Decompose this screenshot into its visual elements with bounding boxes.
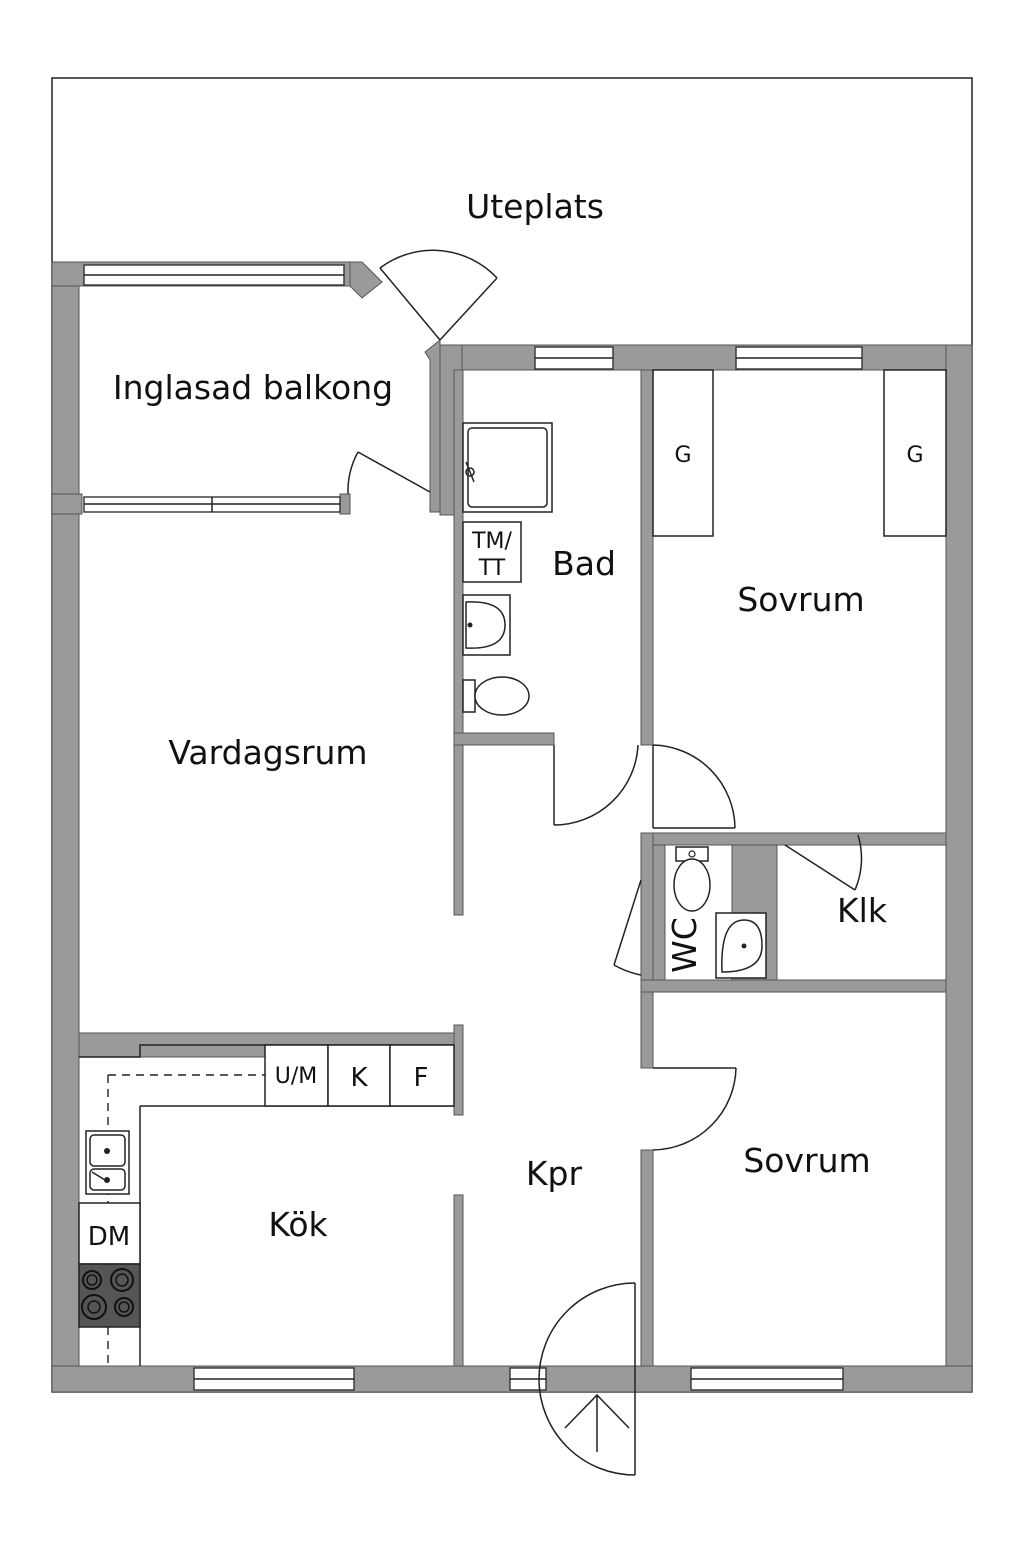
room-label-living: Vardagsrum (168, 733, 367, 772)
windows (83, 264, 863, 1391)
washer-dryer: TM/ TT (462, 521, 522, 583)
doors (347, 249, 863, 1476)
dishwasher-label: DM (88, 1222, 130, 1252)
wardrobe-right: G (883, 369, 947, 537)
room-label-hall: Kpr (526, 1154, 583, 1193)
microwave-oven-label: U/M (275, 1064, 318, 1089)
room-label-uteplats: Uteplats (466, 187, 604, 226)
freezer-label: F (414, 1063, 429, 1093)
kitchen-sink (85, 1130, 130, 1195)
room-label-wc: WC (665, 917, 704, 973)
washer-dryer-label-2: TT (478, 556, 506, 581)
wardrobe-right-label: G (906, 443, 923, 468)
wc-toilet (673, 846, 711, 912)
washer-dryer-label-1: TM/ (471, 529, 512, 554)
room-label-bedroom-top: Sovrum (737, 580, 864, 619)
wardrobe-left-label: G (674, 443, 691, 468)
microwave-oven: U/M (264, 1044, 329, 1107)
bath-sink (462, 594, 511, 656)
dishwasher: DM (78, 1202, 141, 1265)
fridge: K (327, 1044, 391, 1107)
room-label-bath: Bad (552, 544, 616, 583)
room-label-balcony: Inglasad balkong (113, 368, 393, 407)
shower (462, 422, 553, 513)
wc-sink (715, 912, 767, 979)
freezer: F (389, 1044, 455, 1107)
fridge-label: K (350, 1063, 368, 1093)
room-label-bedroom-bottom: Sovrum (743, 1141, 870, 1180)
wardrobe-left: G (652, 369, 714, 537)
bath-toilet (462, 676, 530, 716)
room-label-closet: Klk (837, 891, 888, 930)
room-label-kitchen: Kök (268, 1205, 328, 1244)
stove (78, 1263, 141, 1328)
